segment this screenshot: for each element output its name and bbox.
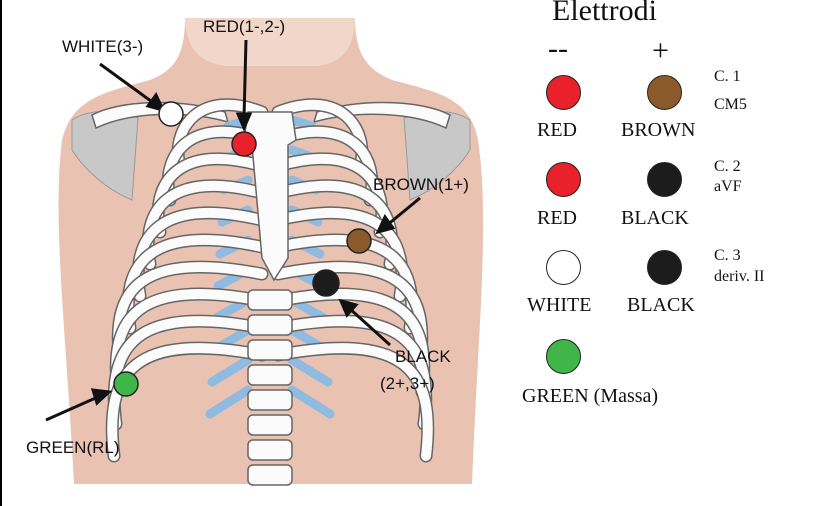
- costal-cartilage: [292, 120, 312, 126]
- legend-dot-red: [546, 162, 581, 197]
- vertebra: [248, 465, 292, 485]
- minus-sign: --: [548, 34, 568, 64]
- label-brown: BROWN(1+): [373, 175, 469, 194]
- vertebra: [248, 290, 292, 310]
- legend-dot-brown: [647, 75, 682, 110]
- label-black-leads: (2+,3+): [380, 374, 435, 393]
- legend-channel: C. 2: [714, 158, 741, 176]
- plus-sign: +: [652, 36, 669, 66]
- electrode-white: [159, 102, 183, 126]
- legend-name: WHITE: [527, 294, 591, 317]
- legend-channel-lead: CM5: [714, 96, 747, 114]
- electrode-green: [114, 372, 138, 396]
- label-black: BLACK: [395, 347, 451, 366]
- legend-name: RED: [537, 119, 577, 142]
- legend-channel: C. 3: [714, 247, 741, 265]
- legend-channel: C. 1: [714, 68, 741, 86]
- label-white: WHITE(3-): [62, 37, 143, 56]
- vertebra: [248, 440, 292, 460]
- legend-dot-white: [546, 250, 581, 285]
- legend-name: BLACK: [627, 294, 695, 317]
- legend-ground-label: GREEN (Massa): [522, 385, 658, 408]
- legend-name: RED: [537, 207, 577, 230]
- vertebra: [248, 315, 292, 335]
- vertebra: [248, 390, 292, 410]
- legend-dot-red: [546, 75, 581, 110]
- legend-channel-lead: deriv. II: [714, 268, 765, 286]
- electrode-red: [232, 132, 256, 156]
- chest-diagram: RED(1-,2-) WHITE(3-) BROWN(1+) BLACK (2+…: [0, 0, 500, 506]
- legend-name: BLACK: [621, 207, 689, 230]
- legend-title: Elettrodi: [552, 0, 657, 28]
- label-red: RED(1-,2-): [203, 17, 285, 36]
- vertebra: [248, 340, 292, 360]
- vertebra: [248, 415, 292, 435]
- legend-dot-black: [647, 250, 682, 285]
- label-green: GREEN(RL): [26, 438, 120, 457]
- electrode-black: [313, 270, 339, 296]
- vertebra: [248, 365, 292, 385]
- electrode-brown: [347, 229, 371, 253]
- legend-channel-lead: aVF: [714, 178, 742, 196]
- legend-dot-black: [647, 162, 682, 197]
- legend-name: BROWN: [621, 119, 695, 142]
- legend-dot-green: [546, 339, 581, 374]
